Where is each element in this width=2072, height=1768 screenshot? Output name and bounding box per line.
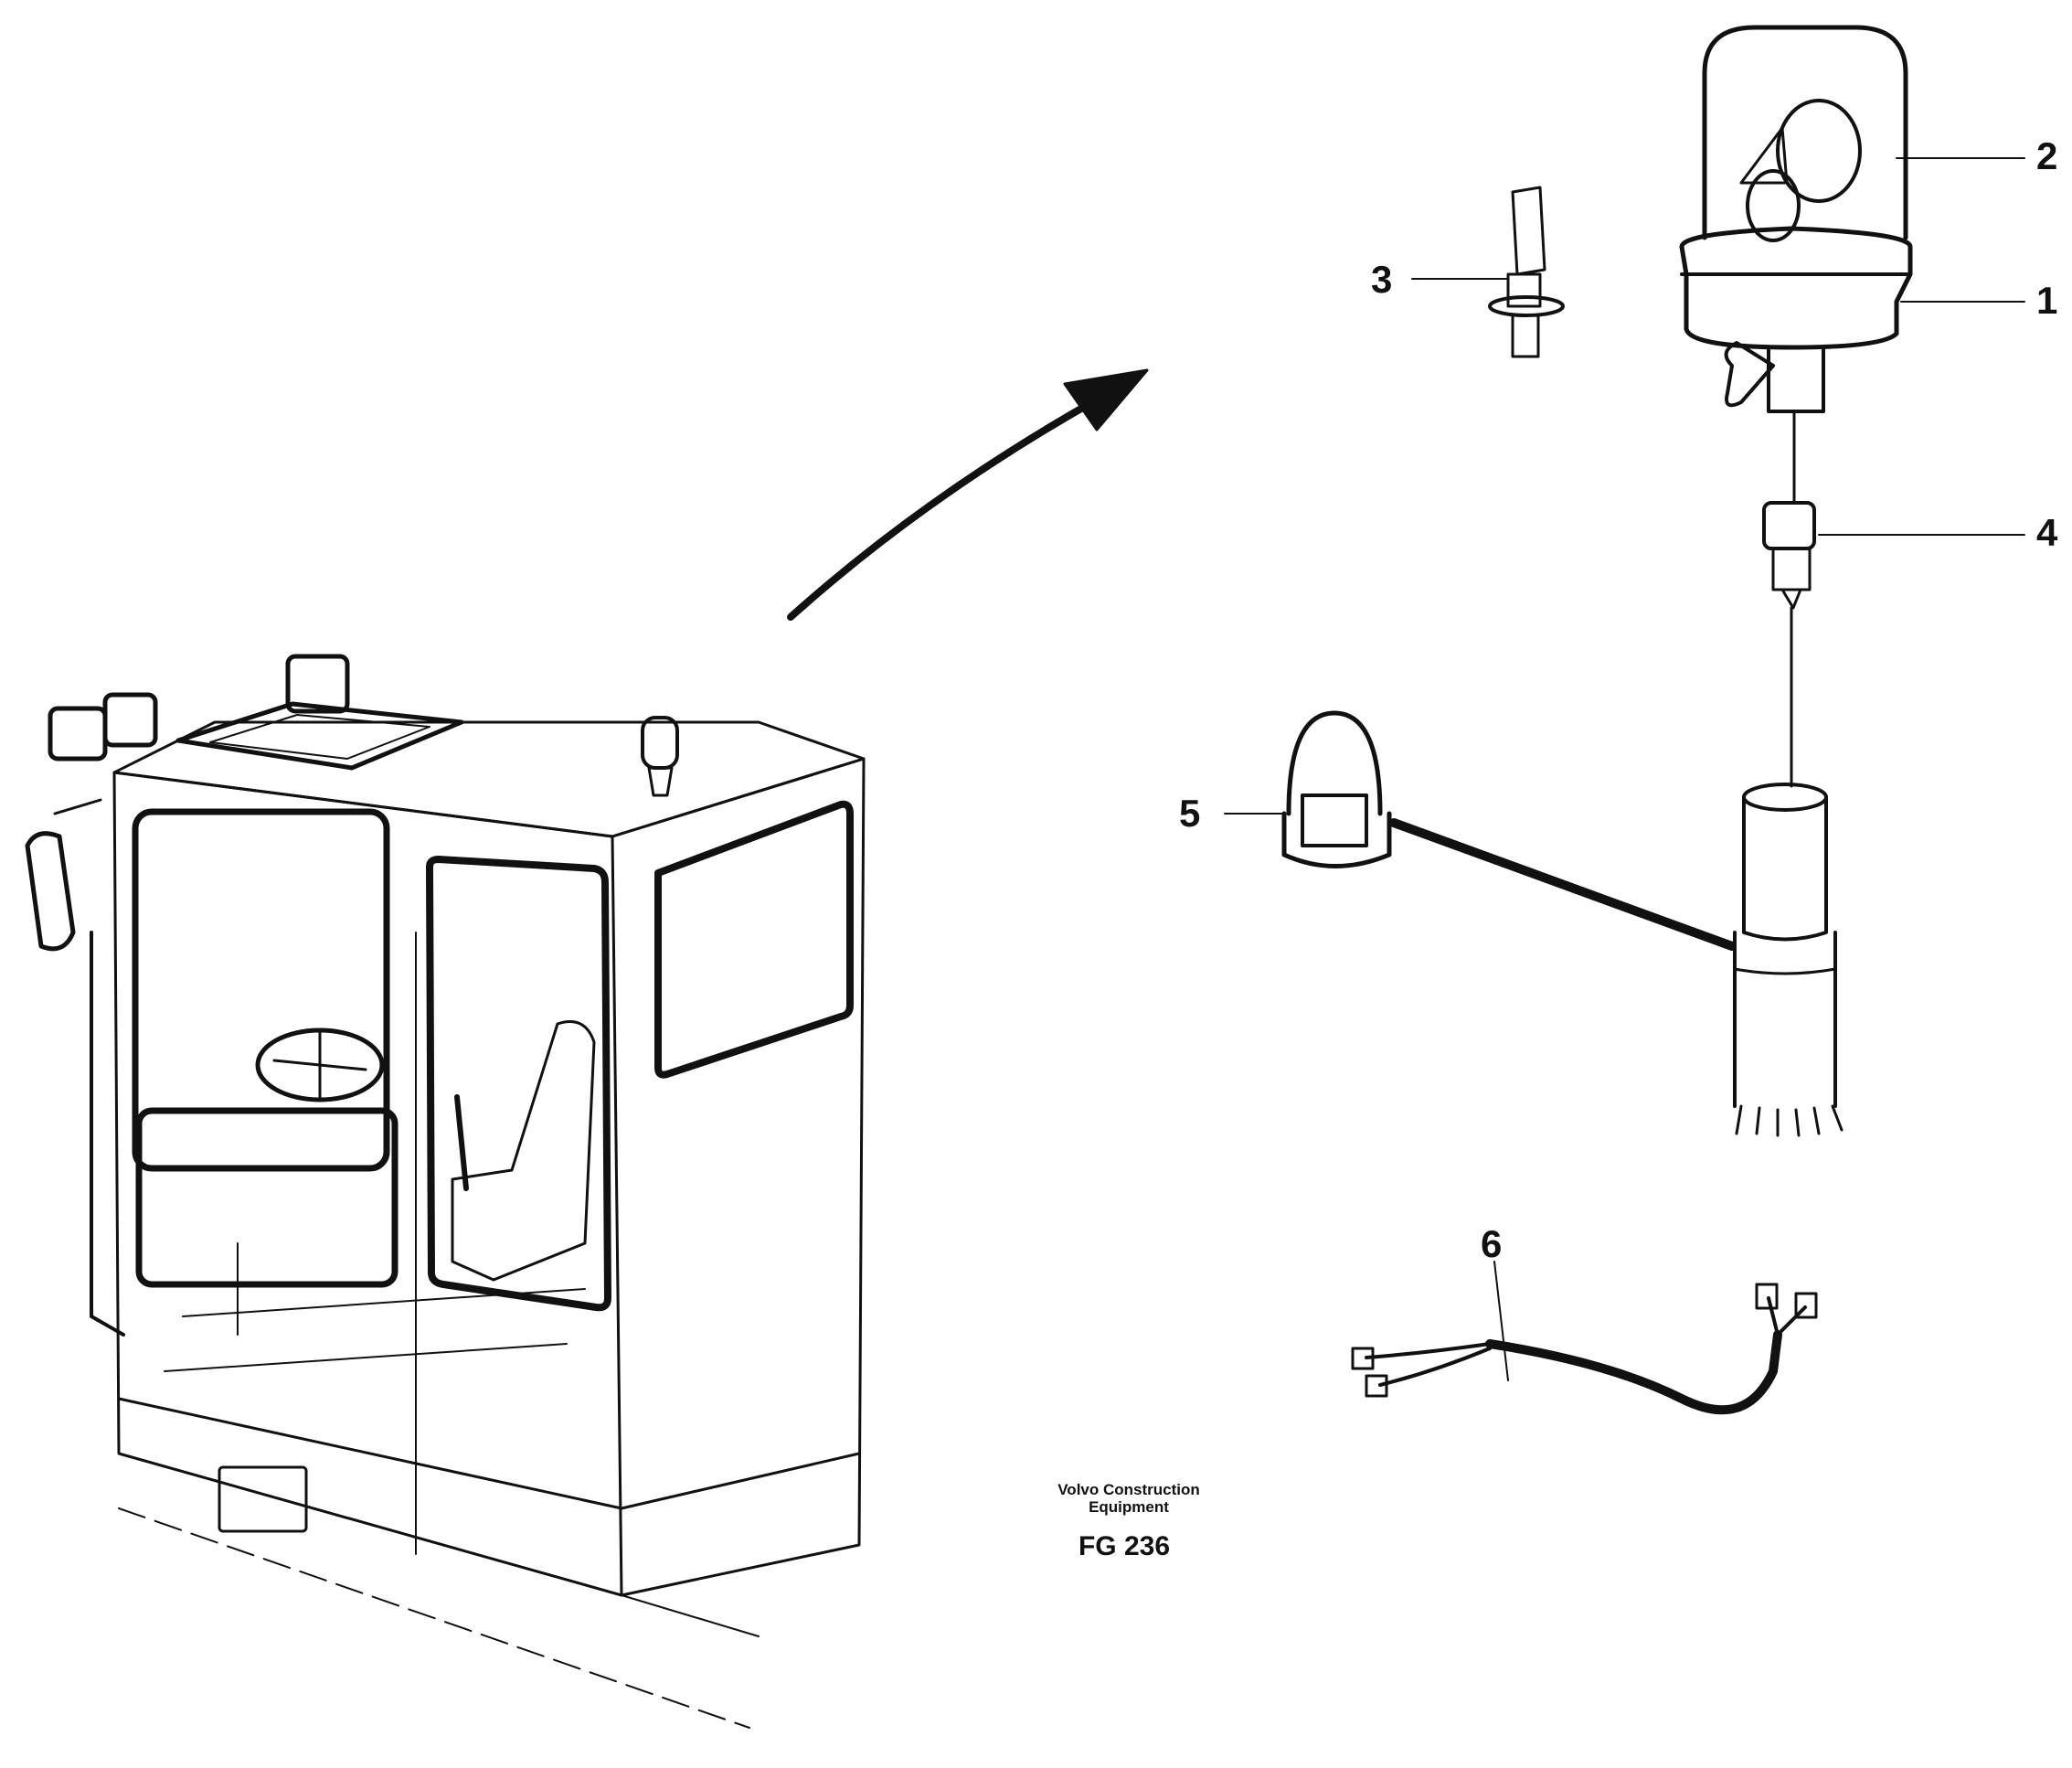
- bulb-part: [1488, 186, 1565, 358]
- callout-5: 5: [1179, 792, 1200, 835]
- callout-4: 4: [2036, 511, 2058, 554]
- cable-harness: [1351, 1283, 1818, 1415]
- protective-cover: [1281, 710, 1737, 951]
- figure-code: FG 236: [1078, 1531, 1171, 1561]
- callout-1: 1: [2036, 279, 2057, 322]
- cab-illustration: [25, 654, 866, 1729]
- callout-6: 6: [1481, 1222, 1502, 1265]
- mounting-pole: [1733, 783, 1844, 1137]
- beacon-lamp: [1679, 25, 1913, 503]
- connector-part: [1762, 501, 1816, 788]
- callout-3: 3: [1371, 258, 1392, 301]
- company-credit: Volvo Construction Equipment: [1010, 1481, 1248, 1516]
- detail-arrow: [787, 368, 1149, 621]
- company-line-1: Volvo Construction: [1057, 1481, 1200, 1498]
- callout-2: 2: [2036, 134, 2057, 177]
- leader-lines: [1224, 157, 2025, 1381]
- company-line-2: Equipment: [1089, 1498, 1169, 1516]
